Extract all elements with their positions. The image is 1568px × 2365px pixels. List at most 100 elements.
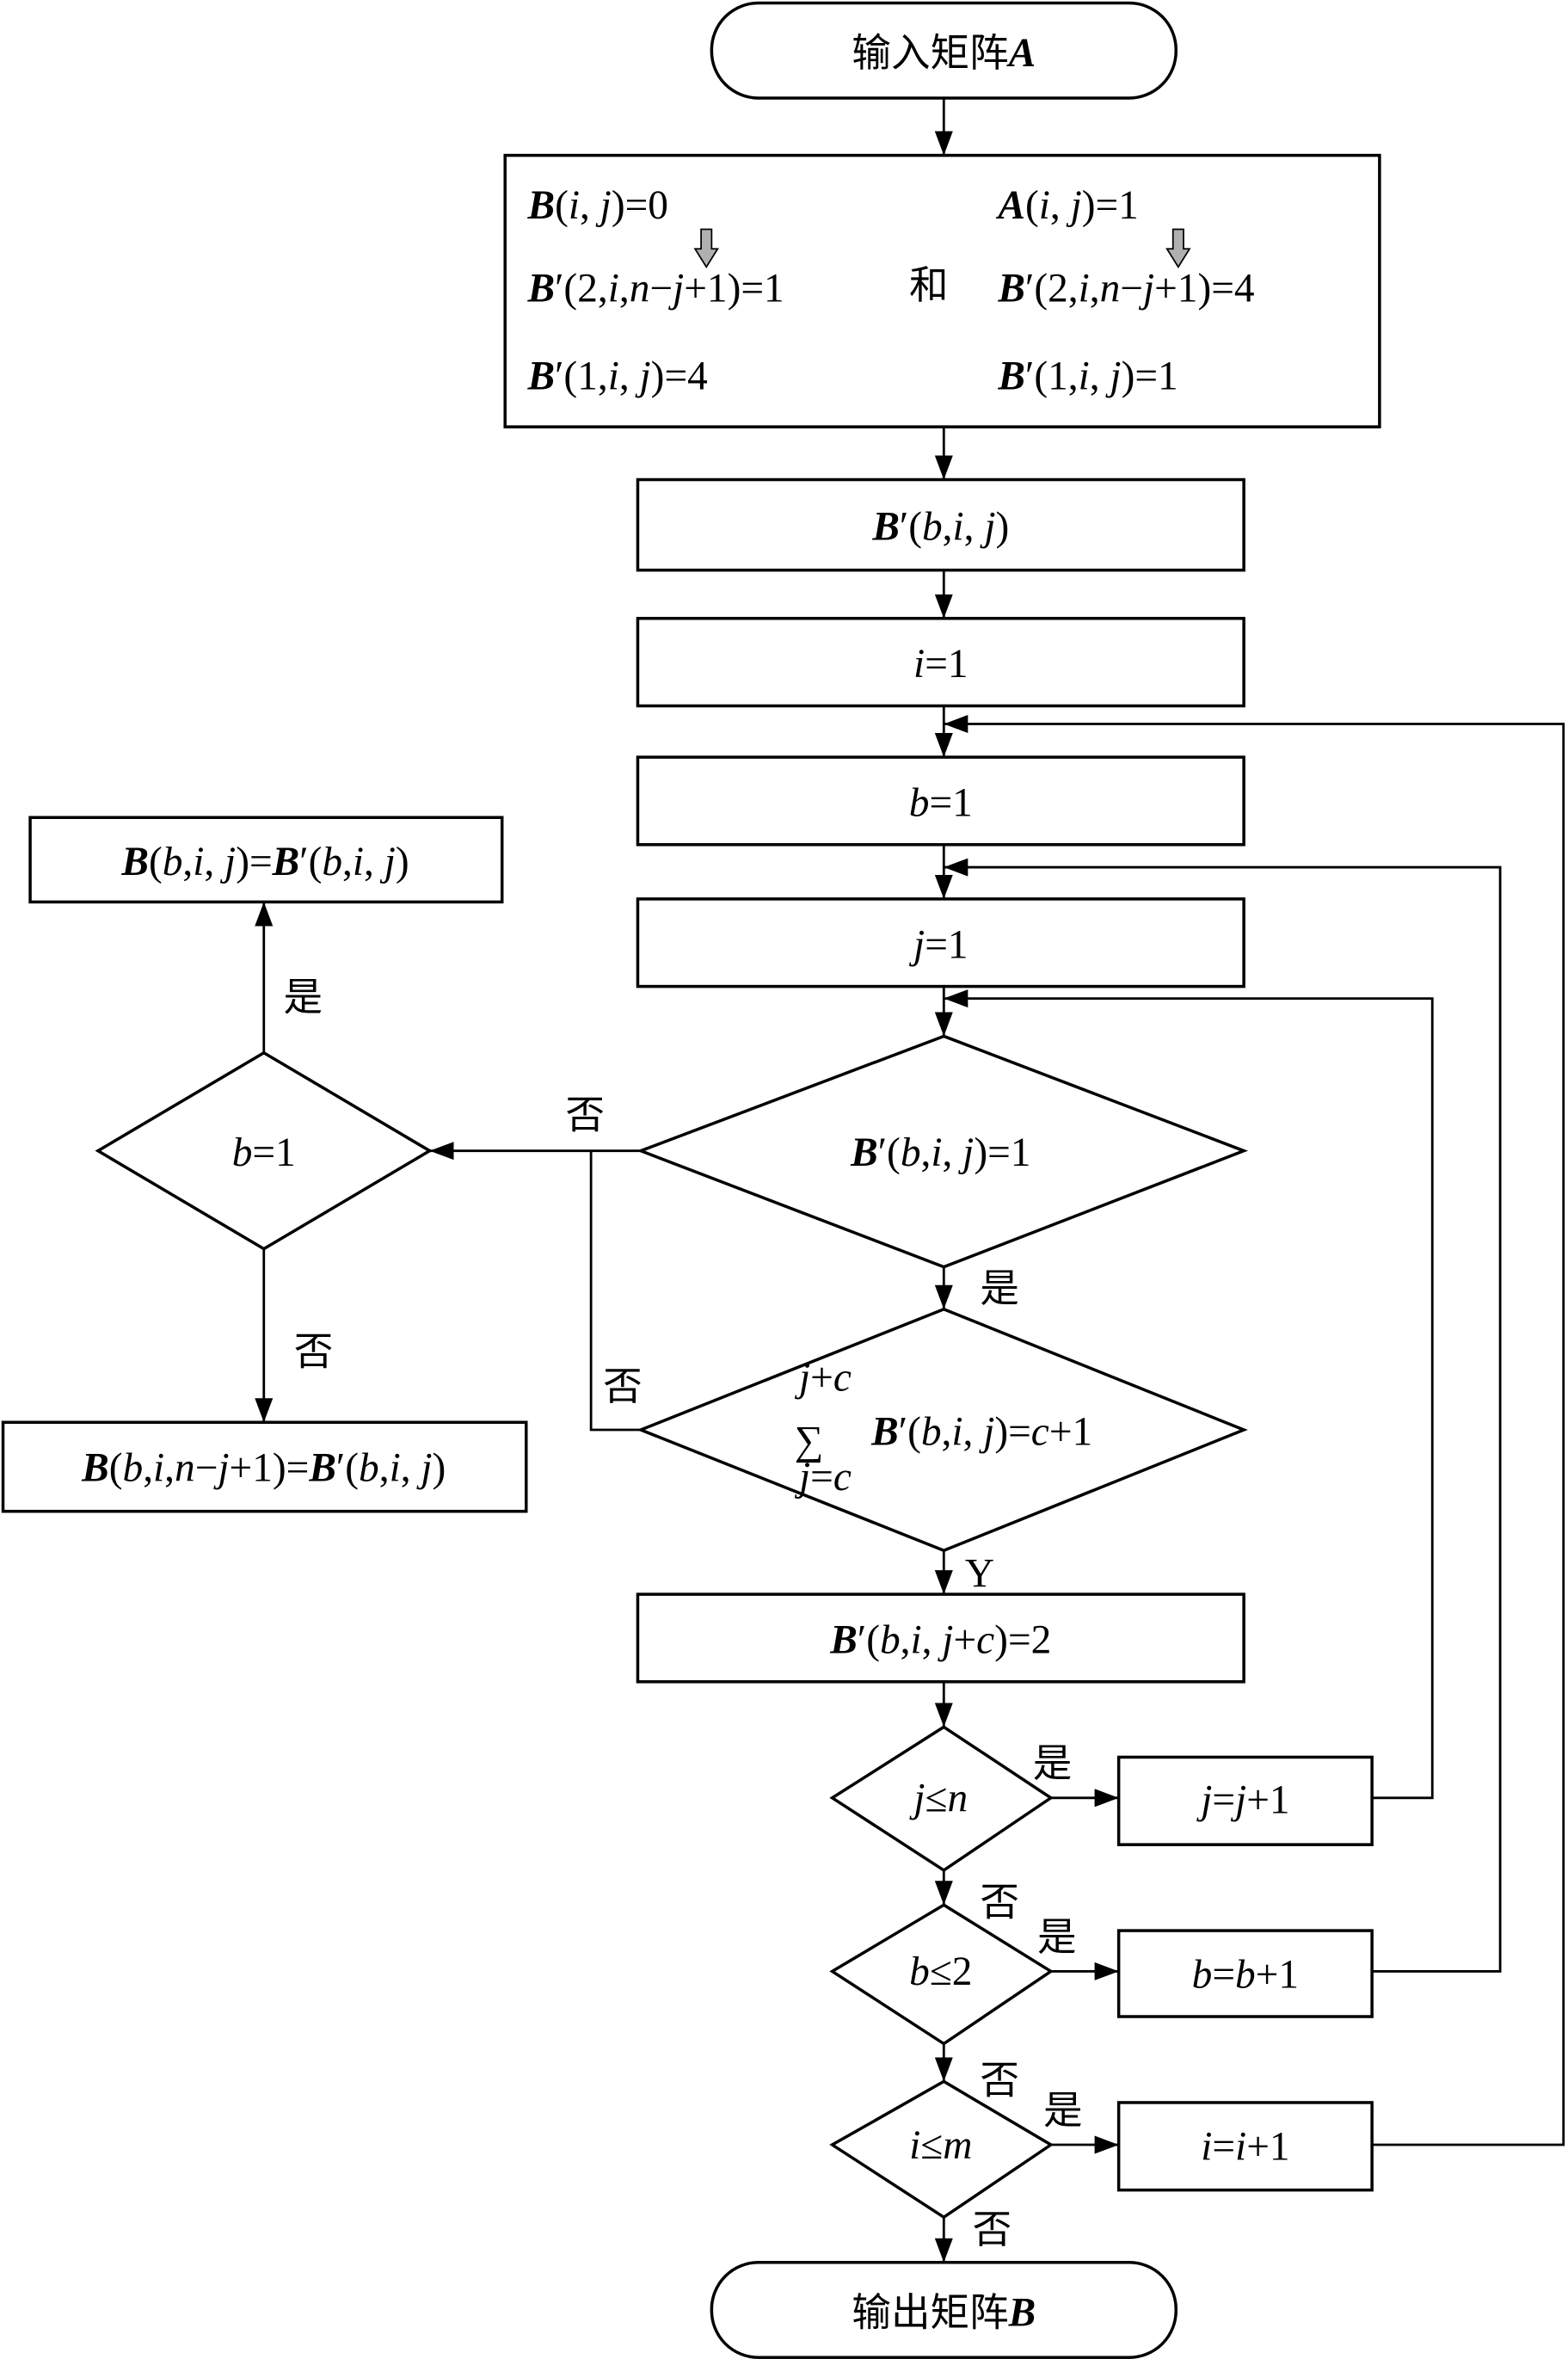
math-run: n — [1100, 267, 1121, 311]
math-run: ≤2 — [930, 1949, 973, 1994]
math-run: ′(1, — [1025, 354, 1079, 398]
math-run: B — [120, 840, 149, 884]
math-run: )=0 — [612, 183, 668, 228]
decision-b-eq-1-label: b=1 — [232, 1130, 296, 1175]
no-label: 否 — [603, 1364, 643, 1409]
assign-same-label: B(b,i, j)=B′(b,i, j) — [120, 840, 409, 884]
math-run: + — [810, 1355, 833, 1400]
math-run: , — [342, 840, 353, 884]
math-run: ( — [109, 1446, 123, 1491]
math-run: m — [943, 2123, 972, 2168]
math-run: ( — [1025, 183, 1039, 228]
math-run: , — [143, 1446, 153, 1491]
b-init-box: b=1 — [636, 755, 1245, 847]
math-run: B — [308, 1446, 336, 1491]
decision-check1-label: B′(b,i, j)=1 — [850, 1130, 1030, 1175]
math-run: i — [909, 2123, 920, 2168]
math-run: =1 — [252, 1130, 295, 1175]
math-run: b — [359, 1446, 379, 1491]
yes-label: 是 — [980, 1266, 1019, 1311]
math-run: n — [948, 1777, 968, 1821]
math-run: b — [901, 1130, 921, 1175]
decision-j-le-n-label: j≤n — [908, 1777, 968, 1821]
init-left-line2: B′(2,i,n−j+1)=1 — [527, 267, 784, 311]
math-run: +1)=4 — [1154, 267, 1254, 311]
math-run: +1 — [1049, 1410, 1092, 1455]
math-run: B — [850, 1130, 878, 1175]
math-run: b — [232, 1130, 253, 1175]
math-run: ) — [396, 840, 409, 884]
loop-j-back — [944, 989, 1434, 1800]
math-run: , — [922, 1617, 943, 1662]
bprime-label: B′(b,i, j) — [871, 505, 1009, 550]
math-run: B — [829, 1617, 858, 1662]
math-run: b — [1192, 1953, 1213, 1998]
math-run: ≤ — [925, 1777, 948, 1821]
math-run: B — [997, 267, 1025, 311]
math-run: , — [580, 183, 600, 228]
j-increment-label: j=j+1 — [1196, 1777, 1289, 1822]
math-run: , — [943, 1130, 963, 1175]
math-run: ) — [433, 1446, 446, 1491]
math-run: i — [193, 840, 204, 884]
math-run: b — [922, 505, 943, 550]
math-run: , — [182, 840, 193, 884]
math-run: =1 — [929, 780, 972, 825]
decision-b-le-2: b≤2 — [829, 1903, 1054, 2046]
math-run: b — [322, 840, 342, 884]
math-run: − — [195, 1446, 218, 1491]
math-run: , — [921, 1130, 932, 1175]
math-run: i — [569, 183, 580, 228]
math-run: i — [953, 505, 964, 550]
assign-flip-box: B(b,i,n−j+1)=B′(b,i, j) — [1, 1420, 528, 1513]
b-init-label: b=1 — [909, 780, 973, 825]
math-run: )= — [994, 1410, 1030, 1455]
math-run: , — [164, 1446, 175, 1491]
math-run: B — [527, 354, 556, 398]
math-run: b — [921, 1410, 942, 1455]
math-run: n — [630, 267, 650, 311]
math-run: = — [1212, 2125, 1235, 2170]
math-run: B — [527, 267, 556, 311]
math-run: c — [833, 1355, 852, 1400]
init-right-line1: A(i, j)=1 — [995, 183, 1138, 228]
decision-sum: j+c ∑ j=c B′(b,i, j)=c+1 — [636, 1307, 1248, 1553]
end-terminal: 输出矩阵B — [710, 2261, 1178, 2359]
math-run: )= — [236, 840, 272, 884]
math-run: , — [964, 505, 985, 550]
math-run: i — [910, 1617, 921, 1662]
math-run: b — [1235, 1953, 1256, 1998]
init-left-line3: B′(1,i, j)=4 — [527, 354, 708, 398]
math-run: +1 — [1246, 1777, 1289, 1822]
math-run: i — [353, 840, 364, 884]
math-run: ′(2, — [555, 267, 608, 311]
math-run: )=1 — [1122, 354, 1178, 398]
init-right-line2: B′(2,i,n−j+1)=4 — [997, 267, 1254, 311]
math-run: ′( — [858, 1617, 880, 1662]
assign-same-box: B(b,i, j)=B′(b,i, j) — [28, 816, 504, 904]
i-increment-label: i=i+1 — [1201, 2125, 1289, 2170]
math-run: − — [1120, 267, 1143, 311]
yes-label: 是 — [1037, 1914, 1077, 1960]
math-run: , — [943, 505, 953, 550]
init-box: B(i, j)=0 B′(2,i,n−j+1)=1 B′(1,i, j)=4 和… — [503, 153, 1381, 428]
start-label: 输入矩阵A — [852, 30, 1036, 76]
math-run: , — [1090, 267, 1100, 311]
no-label: 否 — [980, 1880, 1019, 1925]
math-run: = — [810, 1455, 833, 1500]
math-run: b — [880, 1617, 901, 1662]
j-init-box: j=1 — [636, 897, 1245, 988]
loop-b-back — [944, 858, 1502, 1973]
decision-j-le-n: j≤n — [829, 1725, 1054, 1873]
gray-down-arrow-icon — [1165, 228, 1191, 268]
set2-box: B′(b,i, j+c)=2 — [636, 1592, 1245, 1684]
init-and: 和 — [909, 262, 949, 308]
sum-lower-limit: j=c — [794, 1455, 852, 1500]
math-run: B — [870, 1410, 899, 1455]
math-run: ( — [555, 183, 569, 228]
math-run: i — [951, 1410, 962, 1455]
math-run: i — [1235, 2125, 1246, 2170]
loop-i-back — [944, 715, 1565, 2146]
decision-i-le-m: i≤m — [829, 2079, 1055, 2220]
decision-i-le-m-label: i≤m — [909, 2123, 972, 2168]
